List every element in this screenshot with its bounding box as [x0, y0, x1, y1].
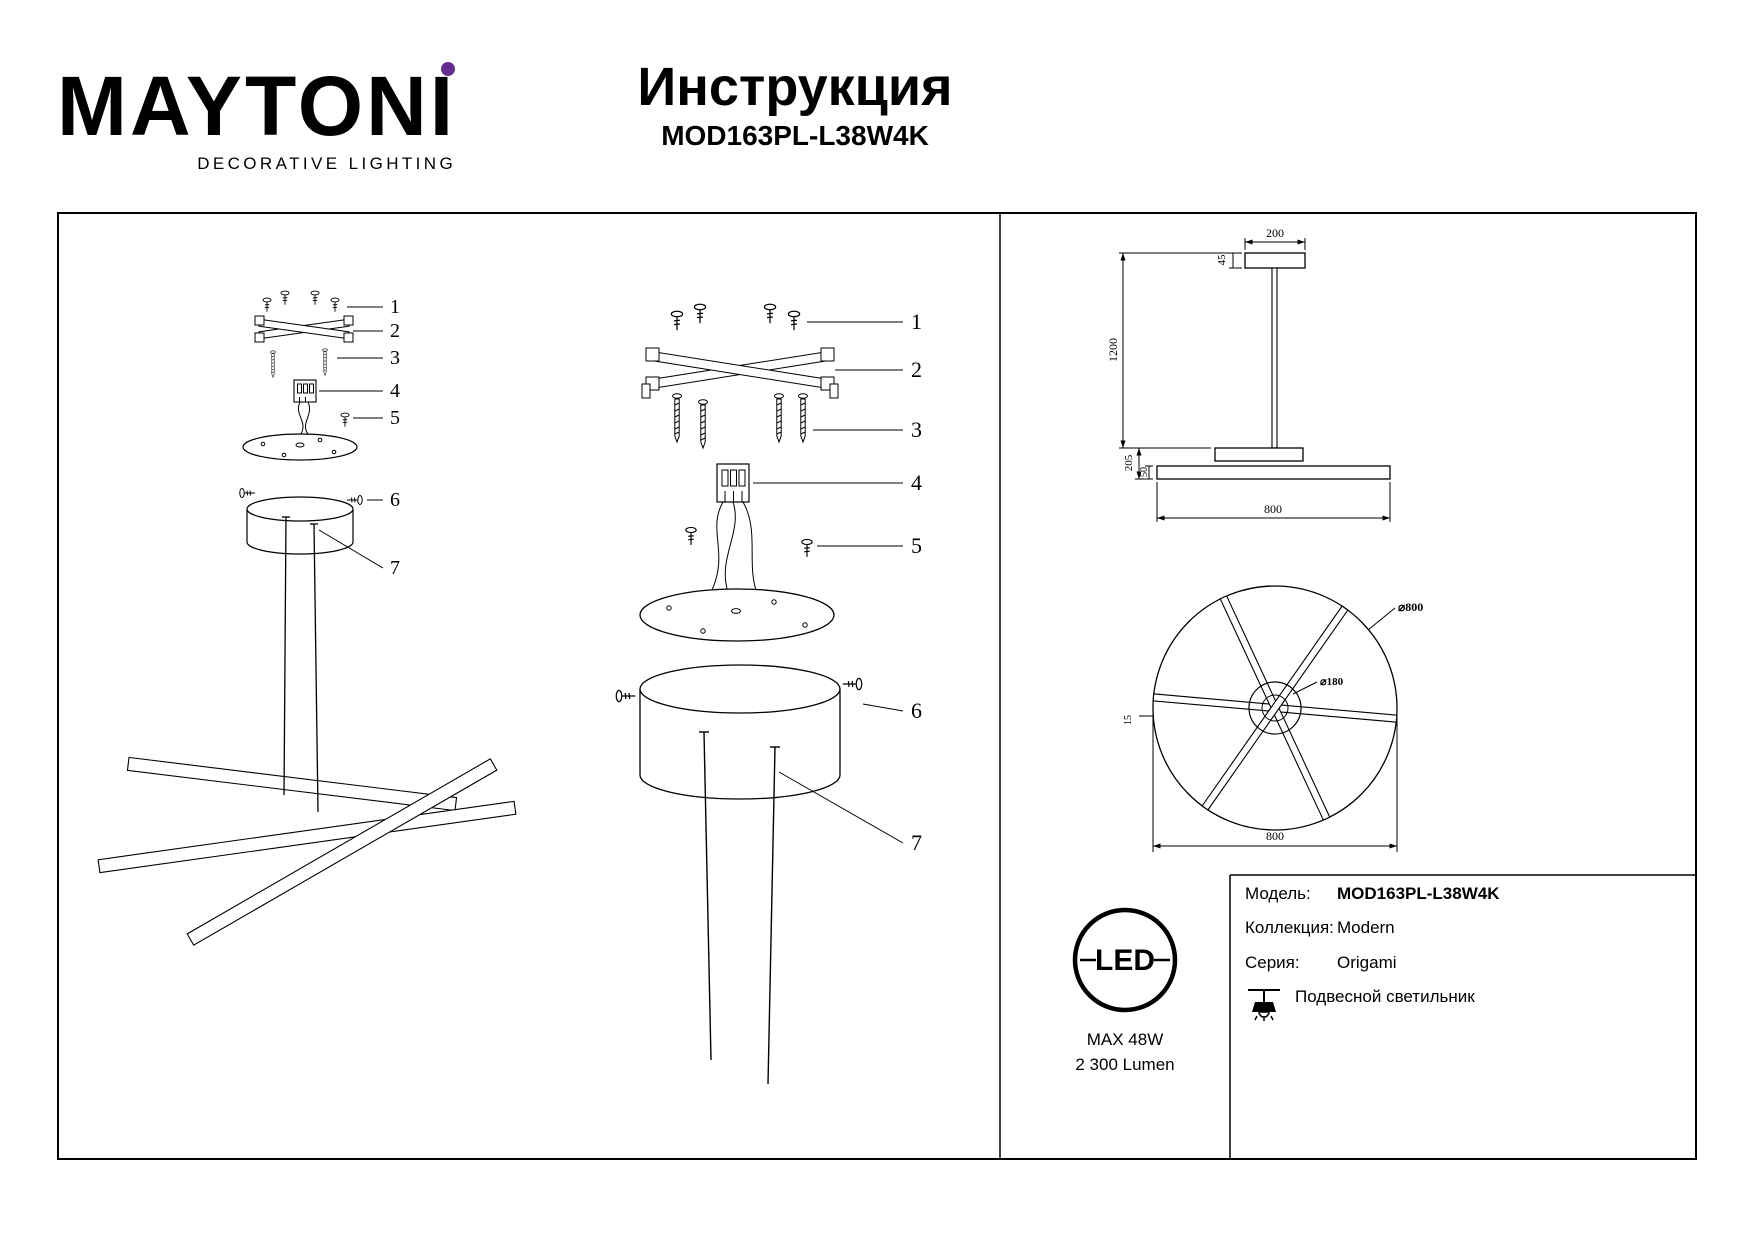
callout-6: 6: [390, 489, 400, 511]
collection-label: Коллекция:: [1245, 918, 1334, 938]
model-value: MOD163PL-L38W4K: [1337, 884, 1500, 903]
dim-plate-width: 200: [1266, 226, 1284, 240]
dim-top-width: 800: [1266, 829, 1284, 843]
frame-borders: [57, 212, 1697, 1160]
brand-logo-text: MAYTONI: [57, 59, 457, 153]
led-badge: LED MAX 48W 2 300 Lumen: [1072, 907, 1178, 1074]
series-label: Серия:: [1245, 952, 1300, 972]
dim-total-height: 1200: [1106, 338, 1120, 362]
callout-5: 5: [390, 407, 400, 429]
info-row-collection: Коллекция: Modern: [1245, 918, 1690, 938]
drawing-frame: 1 2 3 4 5 6 7: [57, 212, 1697, 1160]
callout-7: 7: [390, 557, 400, 579]
callout-2: 2: [390, 320, 400, 342]
exploded-view-large: [615, 303, 904, 1085]
model-label: Модель:: [1245, 884, 1311, 903]
brand-logo: MAYTONI DECORATIVE LIGHTING: [57, 59, 457, 174]
callout-labels-large: 1 2 3 4 5 6 7: [911, 309, 922, 855]
diagram-canvas: 1 2 3 4 5 6 7: [57, 212, 1697, 1160]
pendant-lamp-icon: [1248, 989, 1280, 1022]
dim-width: 800: [1264, 502, 1282, 516]
dim-hub-diameter: ⌀180: [1320, 676, 1344, 688]
side-dimension-labels: 200 45 1200 205 50 800: [1106, 226, 1284, 516]
page-title: Инструкция: [637, 57, 953, 117]
fixture-type-text: Подвесной светильник: [1295, 987, 1475, 1007]
document-header: Инструкция MOD163PL-L38W4K: [590, 57, 1000, 152]
callout-5: 5: [911, 533, 922, 558]
callout-4: 4: [390, 380, 400, 402]
info-row-series: Серия: Origami: [1245, 953, 1690, 973]
led-text: LED: [1095, 944, 1155, 977]
callout-6: 6: [911, 698, 922, 723]
model-number-title: MOD163PL-L38W4K: [661, 120, 929, 152]
callout-3: 3: [390, 347, 400, 369]
led-circle-icon: [1072, 907, 1178, 1013]
callout-7: 7: [911, 830, 922, 855]
callout-4: 4: [911, 470, 922, 495]
dim-outer-diameter: ⌀800: [1398, 600, 1423, 614]
dim-bar-width: 15: [1123, 715, 1134, 725]
dim-drop: 205: [1123, 454, 1135, 471]
top-dimension-drawing: [1139, 585, 1398, 852]
product-info: Модель: MOD163PL-L38W4K Коллекция: Moder…: [1245, 884, 1690, 1037]
max-power-text: MAX 48W: [1087, 1030, 1164, 1049]
top-dimension-labels: ⌀800 ⌀180 15 800: [1123, 600, 1423, 843]
side-dimension-drawing: [1119, 238, 1391, 522]
series-value: Origami: [1337, 952, 1397, 972]
lumen-text: 2 300 Lumen: [1075, 1055, 1174, 1074]
callout-labels-small: 1 2 3 4 5 6 7: [390, 296, 400, 579]
collection-value: Modern: [1337, 918, 1395, 938]
brand-logo-subtitle: DECORATIVE LIGHTING: [197, 154, 457, 173]
callout-1: 1: [911, 309, 922, 334]
callout-1: 1: [390, 296, 400, 318]
info-row-type: Подвесной светильник: [1245, 987, 1690, 1023]
info-row-model: Модель: MOD163PL-L38W4K: [1245, 884, 1690, 904]
exploded-view-small: [97, 290, 517, 946]
dim-bar-height: 50: [1139, 467, 1150, 477]
callout-2: 2: [911, 357, 922, 382]
brand-dot-icon: [441, 62, 456, 76]
callout-3: 3: [911, 417, 922, 442]
dim-plate-height: 45: [1216, 254, 1228, 266]
